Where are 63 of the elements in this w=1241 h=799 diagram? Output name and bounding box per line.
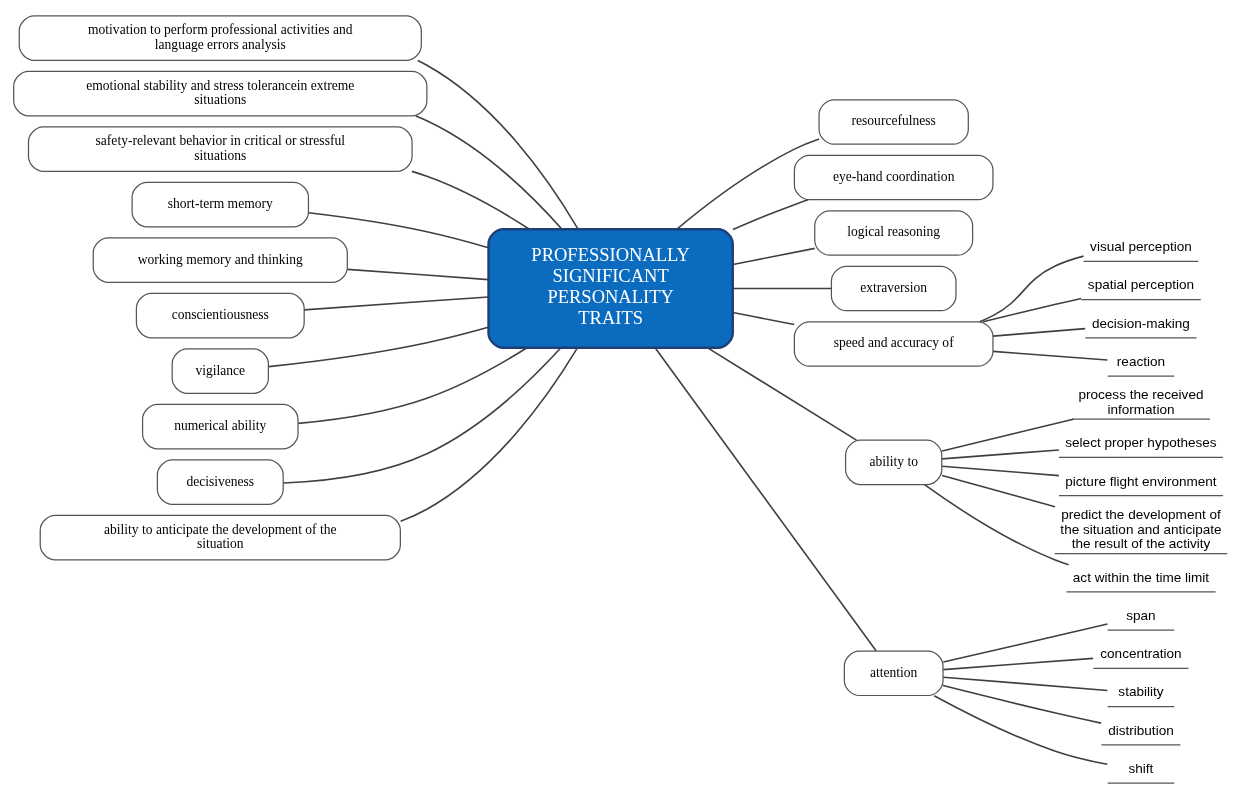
connector — [732, 247, 816, 266]
connector — [978, 255, 1085, 323]
connector — [941, 465, 1060, 477]
node-box: motivation to perform professional activities and language errors analysis — [18, 15, 422, 61]
connector — [941, 418, 1075, 452]
connector — [942, 684, 1102, 724]
node-box: logical reasoning — [814, 210, 974, 256]
connector — [982, 297, 1082, 323]
node-box: working memory and thinking — [92, 237, 348, 283]
node-box: extraversion — [830, 265, 957, 312]
connector — [941, 449, 1060, 460]
connector — [732, 287, 833, 290]
node-box: eye-hand coordination — [793, 154, 994, 201]
connector — [933, 694, 1109, 766]
node-box: conscientiousness — [135, 292, 305, 339]
node-box: safety-relevant behavior in critical or stressful situations — [27, 126, 413, 172]
node-box: resourcefulness — [818, 99, 969, 145]
node-box: numerical ability — [141, 403, 299, 450]
node-text: spatial perception — [1087, 277, 1195, 293]
connector — [992, 350, 1109, 361]
connector — [923, 483, 1070, 566]
node-text: reaction — [1116, 353, 1166, 369]
connector — [675, 138, 820, 231]
node-text: select proper hypotheses — [1065, 435, 1217, 451]
node-box: emotional stability and stress tolerancein extreme situations — [13, 70, 428, 117]
connector — [303, 296, 490, 311]
connector — [992, 327, 1086, 337]
node-text: process the received information — [1078, 387, 1204, 418]
node-box: vigilance — [171, 348, 269, 394]
connector — [346, 268, 490, 281]
connector — [416, 59, 579, 230]
connector — [654, 347, 877, 652]
node-text: shift — [1128, 760, 1154, 776]
connector — [297, 347, 528, 425]
node-box: speed and accuracy of — [793, 321, 994, 367]
node-box: ability to — [844, 439, 943, 486]
connector — [282, 347, 562, 484]
node-text: concentration — [1100, 646, 1182, 662]
connector — [942, 657, 1094, 671]
connector — [732, 199, 809, 231]
node-box: decisiveness — [156, 459, 284, 505]
node-text: distribution — [1108, 722, 1174, 738]
node-text: decision-making — [1092, 315, 1190, 331]
node-text: picture flight environment — [1065, 473, 1217, 489]
node-box: PROFESSIONALLY SIGNIFICANT PERSONALITY TRAITS — [487, 228, 734, 349]
connector — [307, 212, 490, 249]
connector — [732, 311, 795, 326]
connector — [415, 115, 563, 231]
node-text: stability — [1118, 684, 1164, 700]
connector — [942, 676, 1109, 692]
node-text: act within the time limit — [1072, 569, 1210, 585]
node-text: span — [1126, 608, 1156, 624]
node-text: predict the development of the situation and anticipate the result of the activity — [1060, 506, 1222, 552]
node-box: ability to anticipate the development of the situation — [39, 514, 401, 561]
connector — [399, 347, 579, 523]
node-text: visual perception — [1090, 239, 1192, 255]
node-box: short-term memory — [131, 181, 310, 228]
connector — [942, 623, 1109, 663]
connector — [706, 347, 858, 441]
connector — [941, 474, 1056, 508]
connector — [267, 326, 490, 368]
connector — [411, 170, 530, 230]
node-box: attention — [843, 650, 944, 697]
